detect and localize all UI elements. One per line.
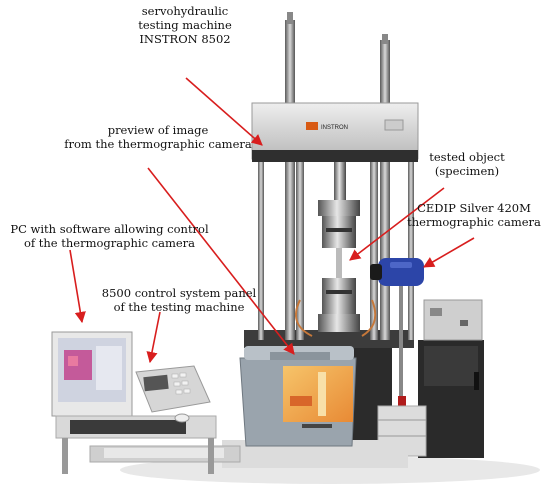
specimen [336,248,342,278]
pc-keyboard [70,420,186,434]
arrow-camera [423,237,475,268]
right-column [380,40,390,340]
callout-arrows [69,77,475,364]
arrow-panel [146,311,161,364]
label-machine: servohydraulic testing machine INSTRON 8… [138,4,232,46]
lower-grip [322,278,356,314]
arrow-preview [147,167,295,355]
mouse [174,413,190,423]
preview-monitor [222,346,408,468]
controller-cabinet [418,299,484,458]
arrow-machine [185,77,263,146]
label-preview: preview of image from the thermographic … [64,123,252,151]
instron-logo-text: INSTRON [321,125,348,131]
arrow-specimen [349,187,445,261]
label-panel: 8500 control system panel of the testing… [101,286,257,314]
crosshead [251,102,419,160]
pc-workstation [51,331,241,474]
arrow-pc [69,249,86,324]
left-column [285,20,295,340]
label-pc: PC with software allowing control of the… [10,222,209,250]
control-panel-8500 [135,365,211,423]
instron-logo-mark [306,122,318,130]
label-specimen: tested object (specimen) [429,150,505,178]
label-camera: CEDIP Silver 420M thermographic camera [407,201,541,229]
camera-body [378,258,424,286]
